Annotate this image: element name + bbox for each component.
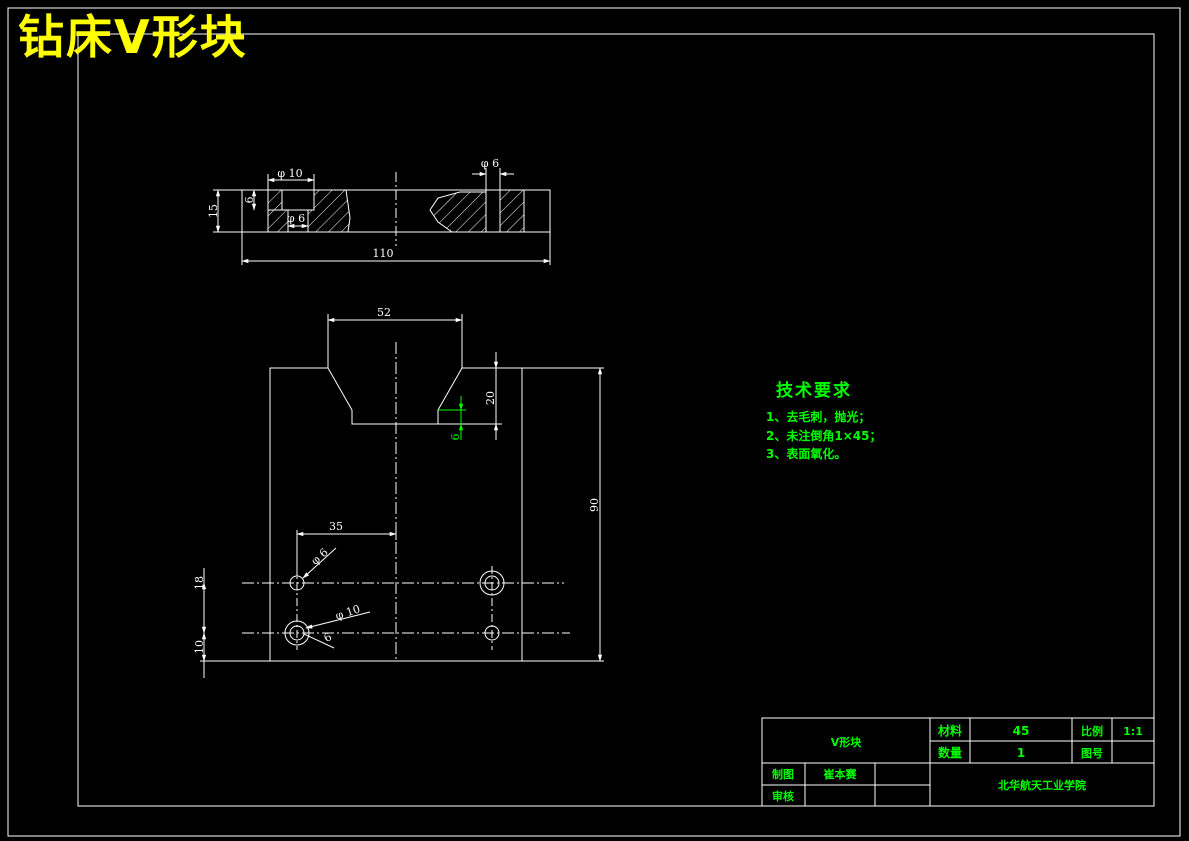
tech-req-item-2: 2、未注倒角1×45；	[766, 428, 881, 443]
tb-institution: 北华航天工业学院	[998, 778, 1086, 792]
drawing-title: 钻床V形块	[18, 10, 248, 64]
dim-phi6-left: φ 6	[287, 212, 305, 225]
tech-req-heading: 技术要求	[776, 380, 852, 401]
tb-material-label: 材料	[937, 723, 962, 738]
dim-phi6-right: φ 6	[481, 157, 499, 170]
tb-checked-label: 审核	[772, 789, 794, 803]
inner-frame	[77, 33, 1155, 807]
title-block	[761, 717, 1155, 807]
dim-52: 52	[377, 306, 391, 319]
hole-right-top-outer	[479, 570, 505, 596]
tb-drawn-value: 崔本赛	[823, 767, 858, 781]
right-hole-cut	[485, 189, 501, 233]
tb-scale-value: 1:1	[1123, 725, 1143, 738]
dim-depth-6: 6	[243, 197, 256, 204]
dim-90: 90	[588, 498, 601, 512]
tb-scale-label: 比例	[1081, 724, 1103, 738]
dim-15: 15	[207, 204, 220, 218]
hole-right-top-inner	[484, 575, 500, 591]
tb-quantity-label: 数量	[938, 745, 962, 760]
hole-left-bottom-outer	[284, 620, 310, 646]
hole-left-bottom-inner	[289, 625, 305, 641]
tb-material-value: 45	[1013, 724, 1030, 738]
left-counterbore-section	[267, 189, 351, 233]
tb-drawn-label: 制图	[772, 767, 794, 781]
tech-req-item-3: 3、表面氧化。	[766, 446, 846, 461]
green-detail-dim	[438, 396, 466, 440]
tech-req-item-1: 1、去毛刺，抛光；	[766, 409, 870, 424]
dim-phi10: φ 10	[277, 167, 302, 180]
top-view	[213, 168, 551, 265]
dim-10: 10	[193, 640, 206, 654]
front-view	[200, 314, 604, 678]
right-hatch-strip	[499, 189, 525, 233]
dim-20: 20	[484, 391, 497, 405]
dim-18: 18	[193, 576, 206, 590]
right-section	[429, 191, 487, 233]
outer-frame	[7, 7, 1181, 837]
dim-phi10-front: φ 10	[334, 602, 362, 622]
tb-part-name: V形块	[831, 735, 863, 749]
dim-phi6-front: φ 6	[309, 546, 331, 568]
dim-35: 35	[329, 520, 343, 533]
dim-110: 110	[373, 247, 394, 260]
hole-right-bottom	[484, 625, 500, 641]
tb-quantity-value: 1	[1017, 746, 1025, 760]
dim-6-green: 6	[449, 434, 462, 441]
tb-drawing-no-label: 图号	[1081, 747, 1103, 760]
